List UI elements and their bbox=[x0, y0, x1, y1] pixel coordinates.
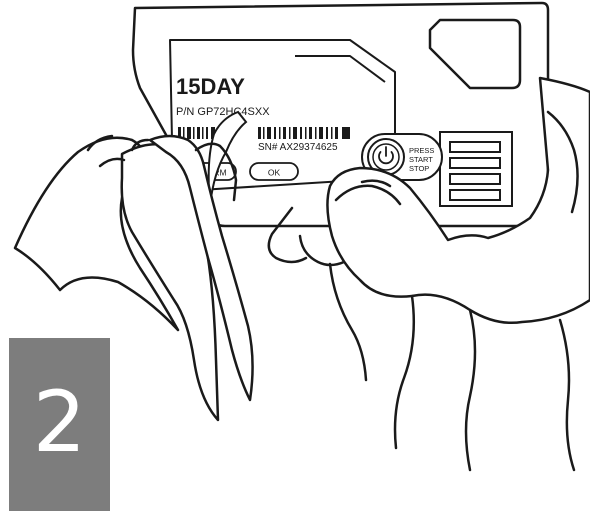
serial-number: SN# AX29374625 bbox=[258, 142, 338, 153]
part-number: P/N GP72HC4SXX bbox=[176, 106, 270, 118]
press-label: PRESS bbox=[409, 146, 434, 155]
step-number: 2 bbox=[9, 372, 110, 472]
vent-panel bbox=[440, 132, 512, 206]
ok-button-label: OK bbox=[268, 168, 281, 178]
ok-button[interactable]: OK bbox=[250, 163, 298, 180]
start-label: START bbox=[409, 155, 433, 164]
stop-label: STOP bbox=[409, 164, 429, 173]
device-title: 15DAY bbox=[176, 74, 245, 99]
step-number-badge: 2 bbox=[9, 338, 110, 511]
